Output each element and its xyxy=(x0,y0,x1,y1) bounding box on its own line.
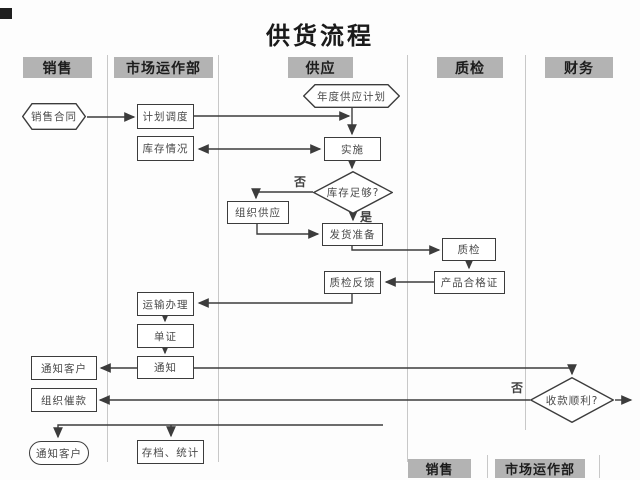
node-label: 发货准备 xyxy=(329,229,376,241)
node-archive-stats: 存档、统计 xyxy=(137,440,204,464)
node-label: 计划调度 xyxy=(142,111,189,123)
node-sales-contract: 销售合同 xyxy=(22,103,86,130)
lane-header-finance: 财务 xyxy=(545,57,613,78)
node-notify-customer: 通知客户 xyxy=(31,356,97,380)
lane-divider xyxy=(407,55,408,462)
edge-notify-to-collection-decision xyxy=(194,364,577,376)
node-organize-collection: 组织催款 xyxy=(31,388,97,412)
footer-lane-header-sales: 销售 xyxy=(408,459,471,478)
node-shipping-prep: 发货准备 xyxy=(322,223,383,246)
node-label: 收款顺利? xyxy=(545,394,599,407)
branch-label-no: 否 xyxy=(294,175,307,189)
node-implement: 实施 xyxy=(324,137,381,161)
node-annual-supply-plan: 年度供应计划 xyxy=(303,84,400,108)
node-label: 单证 xyxy=(154,330,177,343)
node-label: 运输办理 xyxy=(142,298,189,311)
node-label: 质检反馈 xyxy=(329,277,376,289)
lane-header-market: 市场运作部 xyxy=(114,57,213,78)
node-inventory-enough-decision: 库存足够? xyxy=(313,171,393,214)
branch-label-yes: 是 xyxy=(360,210,373,224)
edge-final-to-notifycustomer2 xyxy=(53,424,383,439)
node-inventory-status: 库存情况 xyxy=(137,136,194,161)
diamond-shape xyxy=(530,377,614,423)
edge-organize-to-shipping xyxy=(256,224,320,239)
node-label: 库存情况 xyxy=(142,143,189,155)
node-label: 年度供应计划 xyxy=(317,90,386,103)
hexagon-shape xyxy=(303,84,400,108)
node-label: 组织催款 xyxy=(41,394,87,407)
node-label: 库存足够? xyxy=(326,187,380,199)
node-label: 通知 xyxy=(154,362,177,374)
node-collection-smooth-decision: 收款顺利? xyxy=(530,377,614,423)
node-qc-feedback: 质检反馈 xyxy=(324,271,381,294)
footer-lane-header-market: 市场运作部 xyxy=(495,459,585,478)
node-transport-handling: 运输办理 xyxy=(137,292,194,316)
lane-divider xyxy=(107,55,108,462)
node-plan-scheduling: 计划调度 xyxy=(137,104,194,129)
lane-divider xyxy=(487,455,488,478)
lane-header-sales: 销售 xyxy=(23,57,92,78)
lane-divider xyxy=(599,455,600,478)
lane-header-qc: 质检 xyxy=(437,57,503,78)
node-quality-check: 质检 xyxy=(442,238,496,261)
node-documents: 单证 xyxy=(137,324,194,348)
node-label: 通知客户 xyxy=(36,447,82,460)
node-label: 销售合同 xyxy=(31,111,77,123)
node-label: 存档、统计 xyxy=(141,446,200,459)
node-notify: 通知 xyxy=(137,356,194,379)
branch-label-no: 否 xyxy=(511,381,524,395)
lane-header-supply: 供应 xyxy=(288,57,353,78)
page-title: 供货流程 xyxy=(266,22,374,50)
node-notify-customer-end: 通知客户 xyxy=(29,441,89,465)
lane-divider xyxy=(525,55,526,430)
edge-decision-no-to-organize xyxy=(251,188,313,200)
scan-artifact xyxy=(0,8,12,19)
node-label: 组织供应 xyxy=(235,207,281,219)
node-product-certificate: 产品合格证 xyxy=(434,271,505,294)
node-label: 质检 xyxy=(457,244,481,256)
edge-shipping-to-qc xyxy=(351,245,441,255)
node-organize-supply: 组织供应 xyxy=(227,201,289,224)
node-label: 实施 xyxy=(341,143,364,156)
node-label: 通知客户 xyxy=(41,362,87,375)
hexagon-shape xyxy=(22,103,86,130)
lane-divider xyxy=(218,55,219,462)
edge-feedback-to-transport xyxy=(197,294,353,308)
node-label: 产品合格证 xyxy=(440,277,499,289)
